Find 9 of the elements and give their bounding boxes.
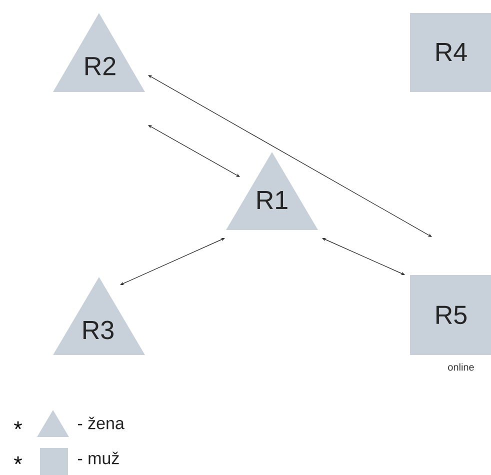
arrow <box>148 125 240 177</box>
arrow <box>148 75 432 237</box>
asterisk: * <box>14 456 22 464</box>
asterisk: * <box>14 421 22 430</box>
arrow <box>120 238 225 285</box>
legend-text: - muž <box>78 452 119 464</box>
node-caption: online <box>448 363 474 371</box>
legend-text: - žena <box>78 416 124 430</box>
arrow <box>322 238 405 275</box>
